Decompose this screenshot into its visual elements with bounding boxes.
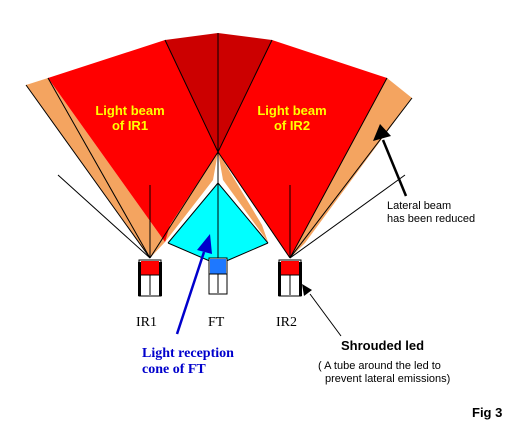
ir1-beam-label-line2: of IR1 [111, 117, 149, 133]
ir2-beam-label-line1: Light beam [257, 103, 327, 118]
ir2-left-edge [217, 151, 291, 259]
cone-right-edge [217, 182, 269, 244]
ft-sensor [208, 257, 228, 295]
reception-cone-arrow [175, 234, 212, 335]
ir2-label: IR2 [276, 315, 297, 330]
ir2-inner-edge [217, 39, 273, 153]
shrouded-led-title: Shrouded led [341, 338, 425, 353]
ir1-beam-edge [47, 77, 151, 259]
cone-bottom-left [167, 242, 213, 263]
cone-bottom-right [223, 242, 269, 263]
lateral-beam-note: Lateral beam has been reduced [387, 200, 475, 225]
ir1-reduced-ray [57, 174, 151, 259]
ir2-inner-lateral [218, 152, 268, 242]
ir2-reduced-ray [289, 174, 406, 259]
ir1-right-edge [149, 151, 219, 259]
ir2-beam-label-line2: of IR2 [273, 117, 311, 133]
ir1-inner-edge [164, 39, 219, 153]
reception-cone-note-line1: Light reception [142, 346, 234, 361]
cone-left-edge [167, 182, 219, 244]
shrouded-led-arrow [302, 284, 342, 337]
ir1-outer-edge [25, 84, 151, 259]
ir1-lateral-beam [26, 78, 165, 258]
reception-cone-note-line2: cone of FT [142, 362, 206, 378]
shrouded-led-note-line1: ( A tube around the led to [318, 360, 441, 372]
lateral-beam-arrow [373, 124, 408, 197]
ft-label: FT [208, 315, 225, 330]
ir2-beam-label: Light beam of IR2 [244, 103, 340, 134]
ir2-outer-edge [289, 97, 413, 259]
lateral-beam-note-line1: Lateral beam [387, 200, 452, 212]
shrouded-led-note-line2: prevent lateral emissions) [325, 372, 451, 385]
figure-label: Fig 3 [472, 405, 503, 420]
ir2-beam-edge [289, 77, 388, 259]
ir1-led [138, 259, 162, 297]
ir1-inner-lateral [165, 152, 218, 242]
ir1-label: IR1 [136, 315, 157, 330]
ir2-lateral-beam [290, 78, 412, 258]
lateral-beam-note-line2: has been reduced [387, 212, 476, 225]
ir1-beam-label-line1: Light beam [95, 103, 165, 118]
ir2-beam [218, 40, 387, 258]
ir1-beam-label: Light beam of IR1 [82, 103, 178, 134]
ir1-beam [48, 40, 218, 242]
ir2-led [278, 259, 302, 297]
shrouded-led-note: ( A tube around the led to prevent later… [318, 360, 450, 385]
reception-cone-note: Light reception cone of FT [142, 346, 234, 378]
